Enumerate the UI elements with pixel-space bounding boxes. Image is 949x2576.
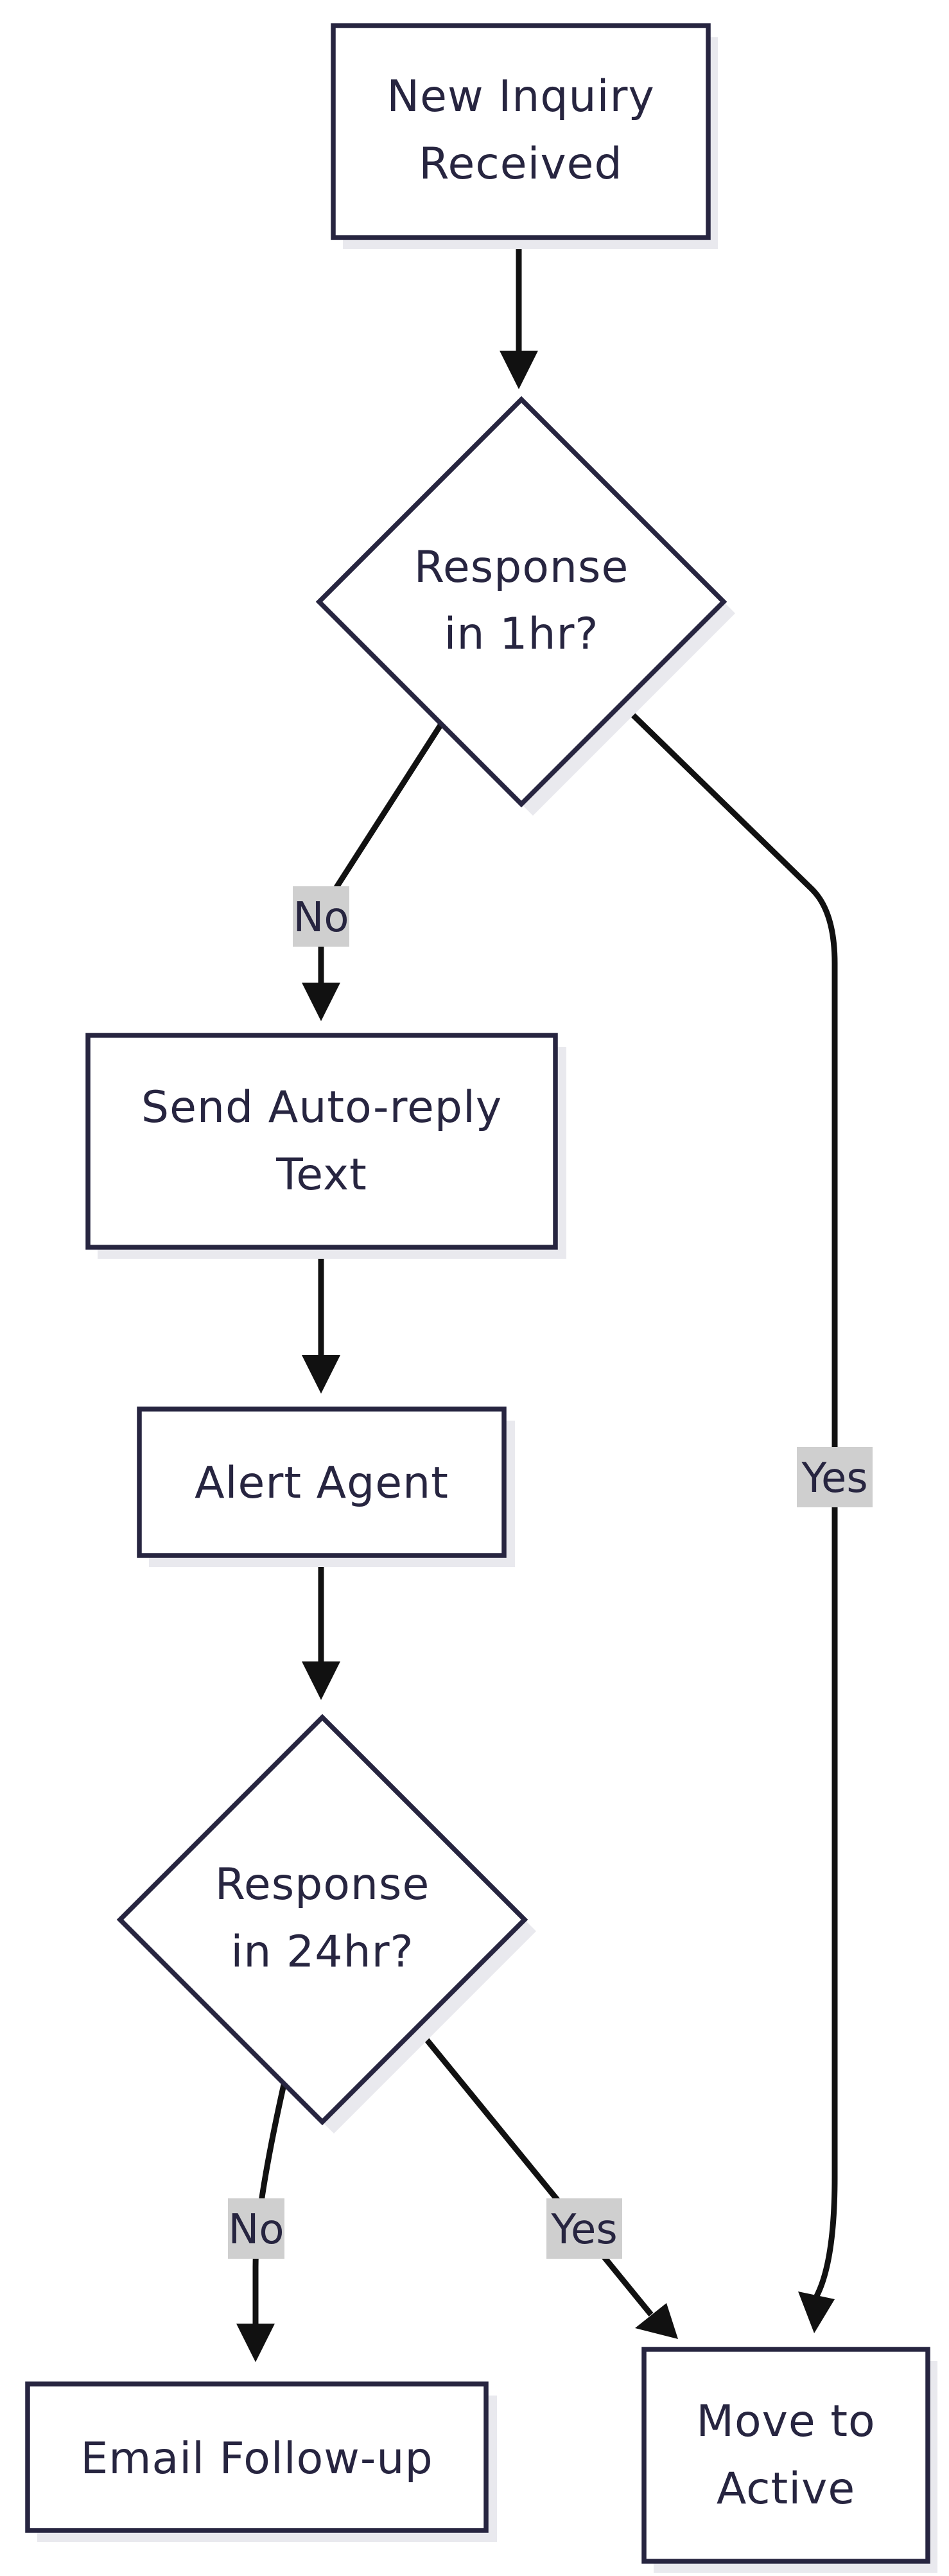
node-label-line: in 1hr? (444, 609, 598, 660)
node-email-follow-up: Email Follow-up (25, 2381, 497, 2542)
node-label-line: Text (275, 1150, 367, 1200)
node-label-line: Response (414, 542, 629, 593)
node-label-line: in 24hr? (231, 1927, 414, 1977)
node-move-to-active: Move to Active (641, 2347, 937, 2573)
node-label-line: Alert Agent (195, 1458, 449, 1509)
svg-text:No: No (228, 2206, 284, 2254)
node-response-24hr-decision: Response in 24hr? (116, 1713, 536, 2134)
node-alert-agent: Alert Agent (137, 1406, 515, 1567)
edge-label-yes-1hr: Yes (797, 1447, 873, 1507)
arrowhead (635, 2303, 678, 2339)
edge-response-24hr-yes (412, 2022, 678, 2339)
arrowhead (798, 2291, 835, 2333)
edge-label-no-1hr: No (293, 886, 349, 947)
node-new-inquiry-received: New Inquiry Received (331, 23, 718, 249)
edge-alert-agent-to-response-24hr (302, 1552, 340, 1700)
node-label-line: Active (717, 2464, 855, 2514)
arrowhead (302, 1355, 340, 1394)
arrowhead (302, 1661, 340, 1700)
node-label-line: Email Follow-up (80, 2433, 433, 2484)
svg-text:Yes: Yes (550, 2206, 617, 2254)
arrowhead (302, 983, 340, 1021)
edge-label-yes-24hr: Yes (546, 2198, 622, 2259)
edge-inquiry-to-response-1hr (500, 236, 538, 389)
node-response-1hr-decision: Response in 1hr? (315, 396, 735, 816)
node-label-line: New Inquiry (387, 71, 654, 122)
node-label-line: Received (419, 139, 622, 189)
edge-response-1hr-yes (619, 701, 838, 2333)
edges (236, 236, 838, 2362)
node-label-line: Send Auto-reply (141, 1082, 502, 1133)
edge-auto-reply-to-alert-agent (302, 1245, 340, 1394)
svg-text:Yes: Yes (801, 1455, 867, 1502)
edge-labels: No Yes No Yes (228, 886, 873, 2259)
arrowhead (500, 351, 538, 389)
nodes: New Inquiry Received Response in 1hr? Se… (25, 23, 937, 2573)
edge-label-no-24hr: No (228, 2198, 284, 2259)
node-label-line: Response (215, 1859, 430, 1910)
svg-text:No: No (293, 894, 349, 942)
node-label-line: Move to (696, 2396, 875, 2447)
arrowhead (236, 2324, 275, 2362)
edge-response-1hr-no (302, 721, 444, 1021)
node-send-auto-reply-text: Send Auto-reply Text (85, 1033, 566, 1259)
